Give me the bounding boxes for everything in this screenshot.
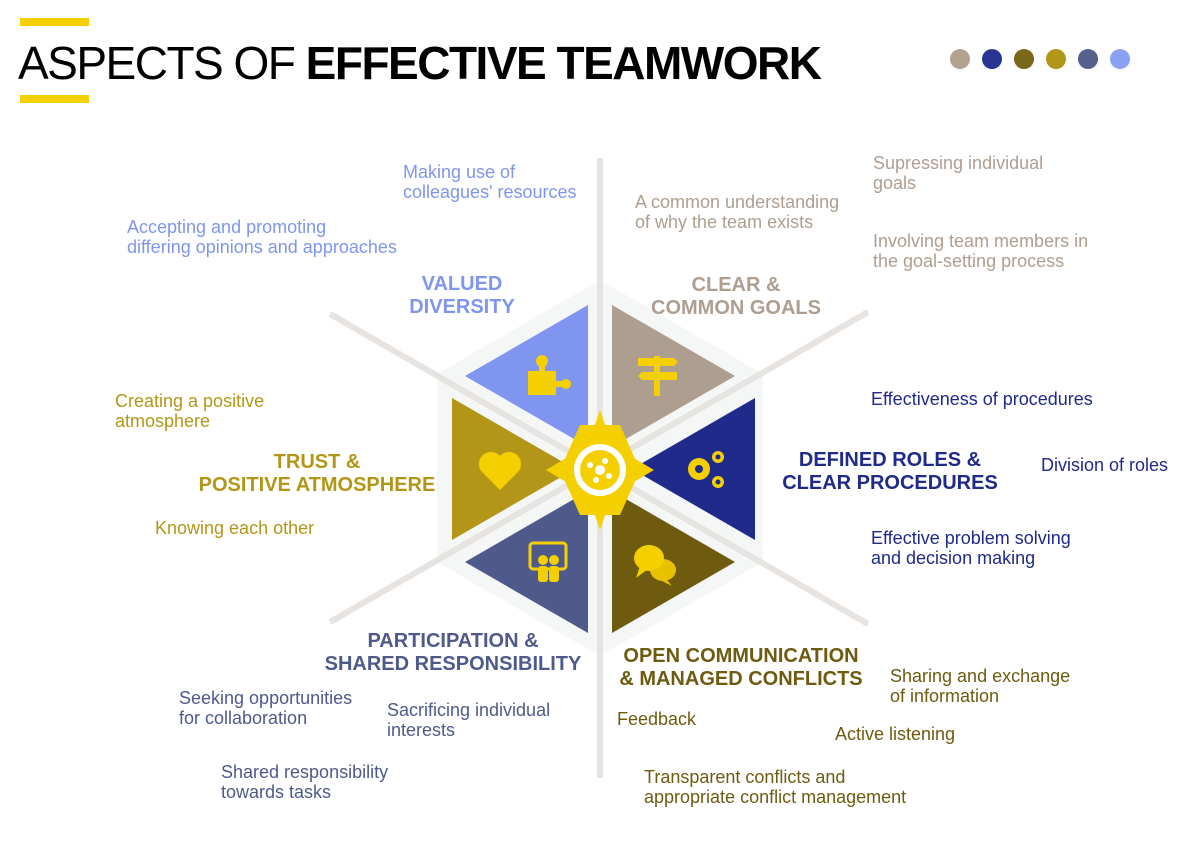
color-legend-dots <box>950 49 1130 69</box>
heading-valued-diversity: VALUED DIVERSITY <box>409 273 515 318</box>
heart-icon <box>478 451 522 490</box>
presentation-people-icon <box>528 541 568 582</box>
point-roles-3: Effective problem solving and decision m… <box>871 528 1071 568</box>
compass-emblem-icon <box>546 410 654 530</box>
heading-defined-roles: DEFINED ROLES & CLEAR PROCEDURES <box>782 449 998 494</box>
heading-clear-goals: CLEAR & COMMON GOALS <box>651 274 821 319</box>
title-accent-bar-top <box>20 18 89 26</box>
point-roles-1: Effectiveness of procedures <box>871 389 1093 409</box>
signpost-icon <box>638 356 678 396</box>
point-communication-1: Sharing and exchange of information <box>890 666 1071 706</box>
point-goals-2: Supressing individual goals <box>873 153 1044 193</box>
point-participation-1: Seeking opportunities for collaboration <box>179 688 353 728</box>
point-diversity-1: Making use of colleagues' resources <box>403 162 577 202</box>
page-title: ASPECTS OF EFFECTIVE TEAMWORK <box>18 36 822 90</box>
point-trust-1: Creating a positive atmosphere <box>115 391 265 431</box>
heading-open-communication: OPEN COMMUNICATION & MANAGED CONFLICTS <box>619 645 863 690</box>
dot-navy <box>982 49 1002 69</box>
point-trust-2: Knowing each other <box>155 518 315 538</box>
point-participation-2: Sacrificing individual interests <box>387 700 551 740</box>
segment-open-communication <box>612 491 735 633</box>
heading-participation: PARTICIPATION & SHARED RESPONSIBILITY <box>324 630 582 675</box>
puzzle-icon <box>528 355 571 395</box>
title-accent-bar-bottom <box>20 95 89 103</box>
point-goals-1: A common understanding of why the team e… <box>635 192 840 232</box>
point-goals-3: Involving team members in the goal-setti… <box>873 231 1089 271</box>
segment-valued-diversity <box>465 305 588 447</box>
point-communication-2: Feedback <box>617 709 697 729</box>
dot-slate <box>1078 49 1098 69</box>
title-light: ASPECTS OF <box>18 37 306 89</box>
segment-participation <box>465 491 588 633</box>
chat-bubbles-icon <box>634 545 676 586</box>
dot-gold <box>1046 49 1066 69</box>
dot-beige <box>950 49 970 69</box>
point-diversity-2: Accepting and promoting differing opinio… <box>127 217 397 257</box>
title-bold: EFFECTIVE TEAMWORK <box>305 37 822 89</box>
gears-icon <box>688 451 724 488</box>
dot-periwinkle <box>1110 49 1130 69</box>
heading-trust: TRUST & POSITIVE ATMOSPHERE <box>198 451 436 496</box>
point-communication-3: Active listening <box>835 724 956 744</box>
point-roles-2: Division of roles <box>1041 455 1169 475</box>
point-communication-4: Transparent conflicts and appropriate co… <box>644 767 907 807</box>
dot-olive <box>1014 49 1034 69</box>
point-participation-3: Shared responsibility towards tasks <box>221 762 389 802</box>
